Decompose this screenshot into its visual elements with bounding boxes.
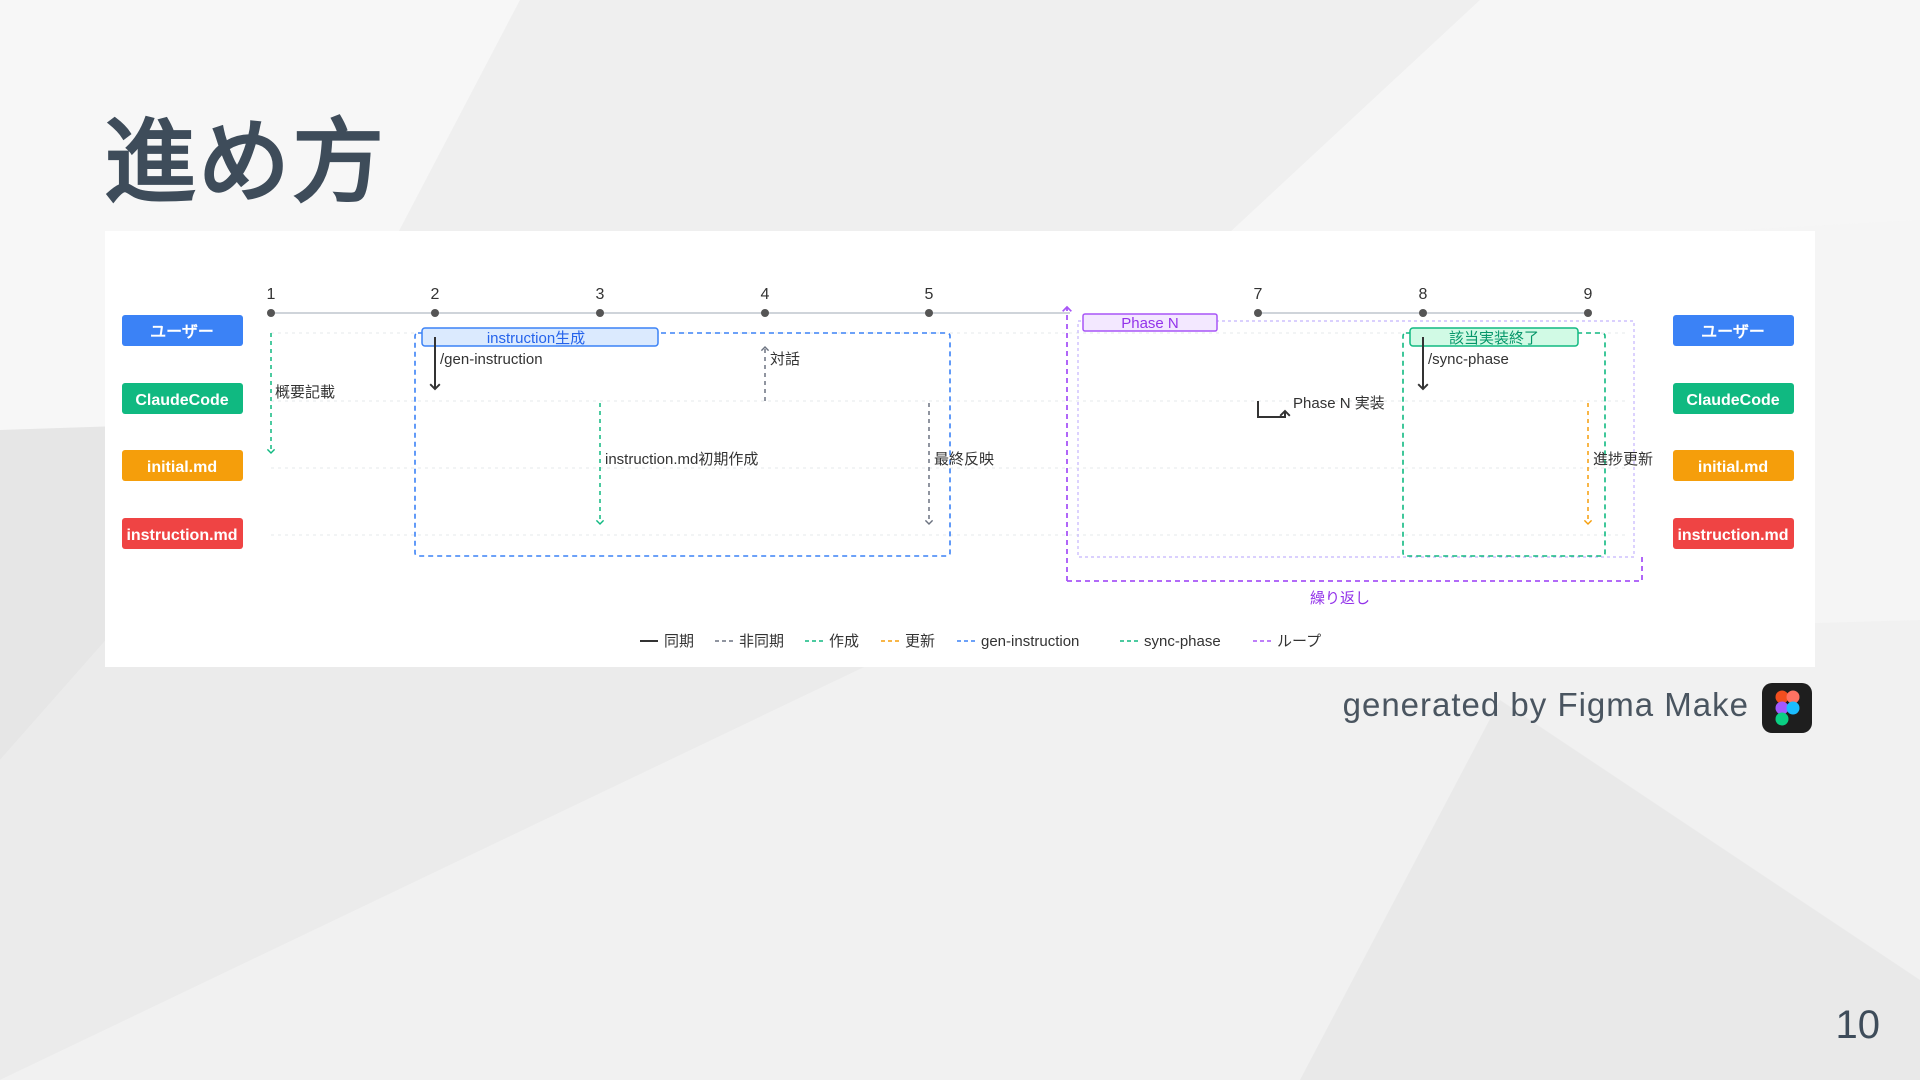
timeline-tick [596, 309, 604, 317]
message-label: 最終反映 [934, 451, 994, 468]
timeline-tick [1254, 309, 1262, 317]
sequence-diagram: 1 2 3 4 5 7 8 9 ユーザー Cl [122, 286, 1794, 650]
lane-badge-label: instruction.md [126, 527, 237, 544]
legend-label: 作成 [829, 633, 859, 650]
timeline-tick [1419, 309, 1427, 317]
message-label: Phase N 実装 [1293, 395, 1385, 412]
lane-badge-initial-md [1673, 450, 1794, 481]
gen-instruction-group-label: instruction生成 [487, 330, 585, 347]
page-number: 10 [1835, 1003, 1881, 1047]
timeline-tick [761, 309, 769, 317]
message-label: instruction.md初期作成 [605, 451, 758, 468]
lane-badge-claudecode [122, 383, 243, 414]
slide-title: 進め方 [104, 109, 387, 216]
lane-badges-left: ユーザー ClaudeCode initial.md instruction.m… [122, 315, 243, 549]
phase-n-group-header [1082, 313, 1218, 332]
phase-n-group-label: Phase N [1121, 315, 1179, 332]
lane-badge-instruction-md [1673, 518, 1794, 549]
message-label: 概要記載 [275, 384, 335, 401]
step-label: 9 [1584, 286, 1593, 303]
step-label: 5 [925, 286, 934, 303]
lane-badge-claudecode [1673, 383, 1794, 414]
loop-label: 繰り返し [1310, 590, 1370, 607]
sync-phase-group-frame [1402, 332, 1606, 557]
legend-label: ループ [1277, 633, 1321, 650]
gen-instruction-group-header [421, 327, 659, 347]
timeline-tick [267, 309, 275, 317]
lane-badge-label: initial.md [147, 459, 217, 476]
message-label: 進捗更新 [1593, 451, 1653, 468]
legend-label: 同期 [664, 633, 694, 650]
phase-n-group-frame [1077, 320, 1635, 558]
message-label: /gen-instruction [440, 351, 543, 368]
lane-badges-right: ユーザー ClaudeCode initial.md instruction.m… [1673, 315, 1794, 549]
sync-phase-group-header [1409, 327, 1579, 347]
timeline-tick [431, 309, 439, 317]
message-label: /sync-phase [1428, 351, 1509, 368]
figma-icon [1762, 683, 1812, 733]
step-label: 8 [1419, 286, 1428, 303]
legend-label: 更新 [905, 633, 935, 650]
arrow-phase-impl [1257, 401, 1291, 418]
timeline-tick [925, 309, 933, 317]
step-label: 1 [267, 286, 276, 303]
lane-badge-user [122, 315, 243, 346]
credit-text: generated by Figma Make [1342, 686, 1749, 723]
step-label: 3 [596, 286, 605, 303]
lane-badge-label: instruction.md [1677, 527, 1788, 544]
legend-label: 非同期 [739, 633, 784, 650]
lane-badge-label: initial.md [1698, 459, 1768, 476]
step-label: 2 [431, 286, 440, 303]
sequence-diagram-panel: 1 2 3 4 5 7 8 9 ユーザー Cl [105, 231, 1815, 667]
lane-badge-label: ClaudeCode [135, 392, 228, 409]
timeline-ticks: 1 2 3 4 5 7 8 9 [267, 286, 1593, 317]
message-label: 対話 [770, 351, 800, 368]
legend-label: sync-phase [1144, 633, 1221, 650]
step-label: 4 [761, 286, 770, 303]
loop-frame [1067, 557, 1643, 582]
lane-badge-label: ユーザー [150, 323, 214, 341]
gen-instruction-group-frame [414, 332, 951, 557]
lane-badge-label: ClaudeCode [1686, 392, 1779, 409]
lane-badge-initial-md [122, 450, 243, 481]
lane-badge-user [1673, 315, 1794, 346]
legend-label: gen-instruction [981, 633, 1079, 650]
step-label: 7 [1254, 286, 1263, 303]
sync-phase-group-label: 該当実装終了 [1449, 330, 1539, 347]
legend: 同期 非同期 作成 更新 gen-instruction sync-phase … [640, 633, 1321, 650]
lane-badge-label: ユーザー [1701, 323, 1765, 341]
lane-badge-instruction-md [122, 518, 243, 549]
timeline-tick [1584, 309, 1592, 317]
